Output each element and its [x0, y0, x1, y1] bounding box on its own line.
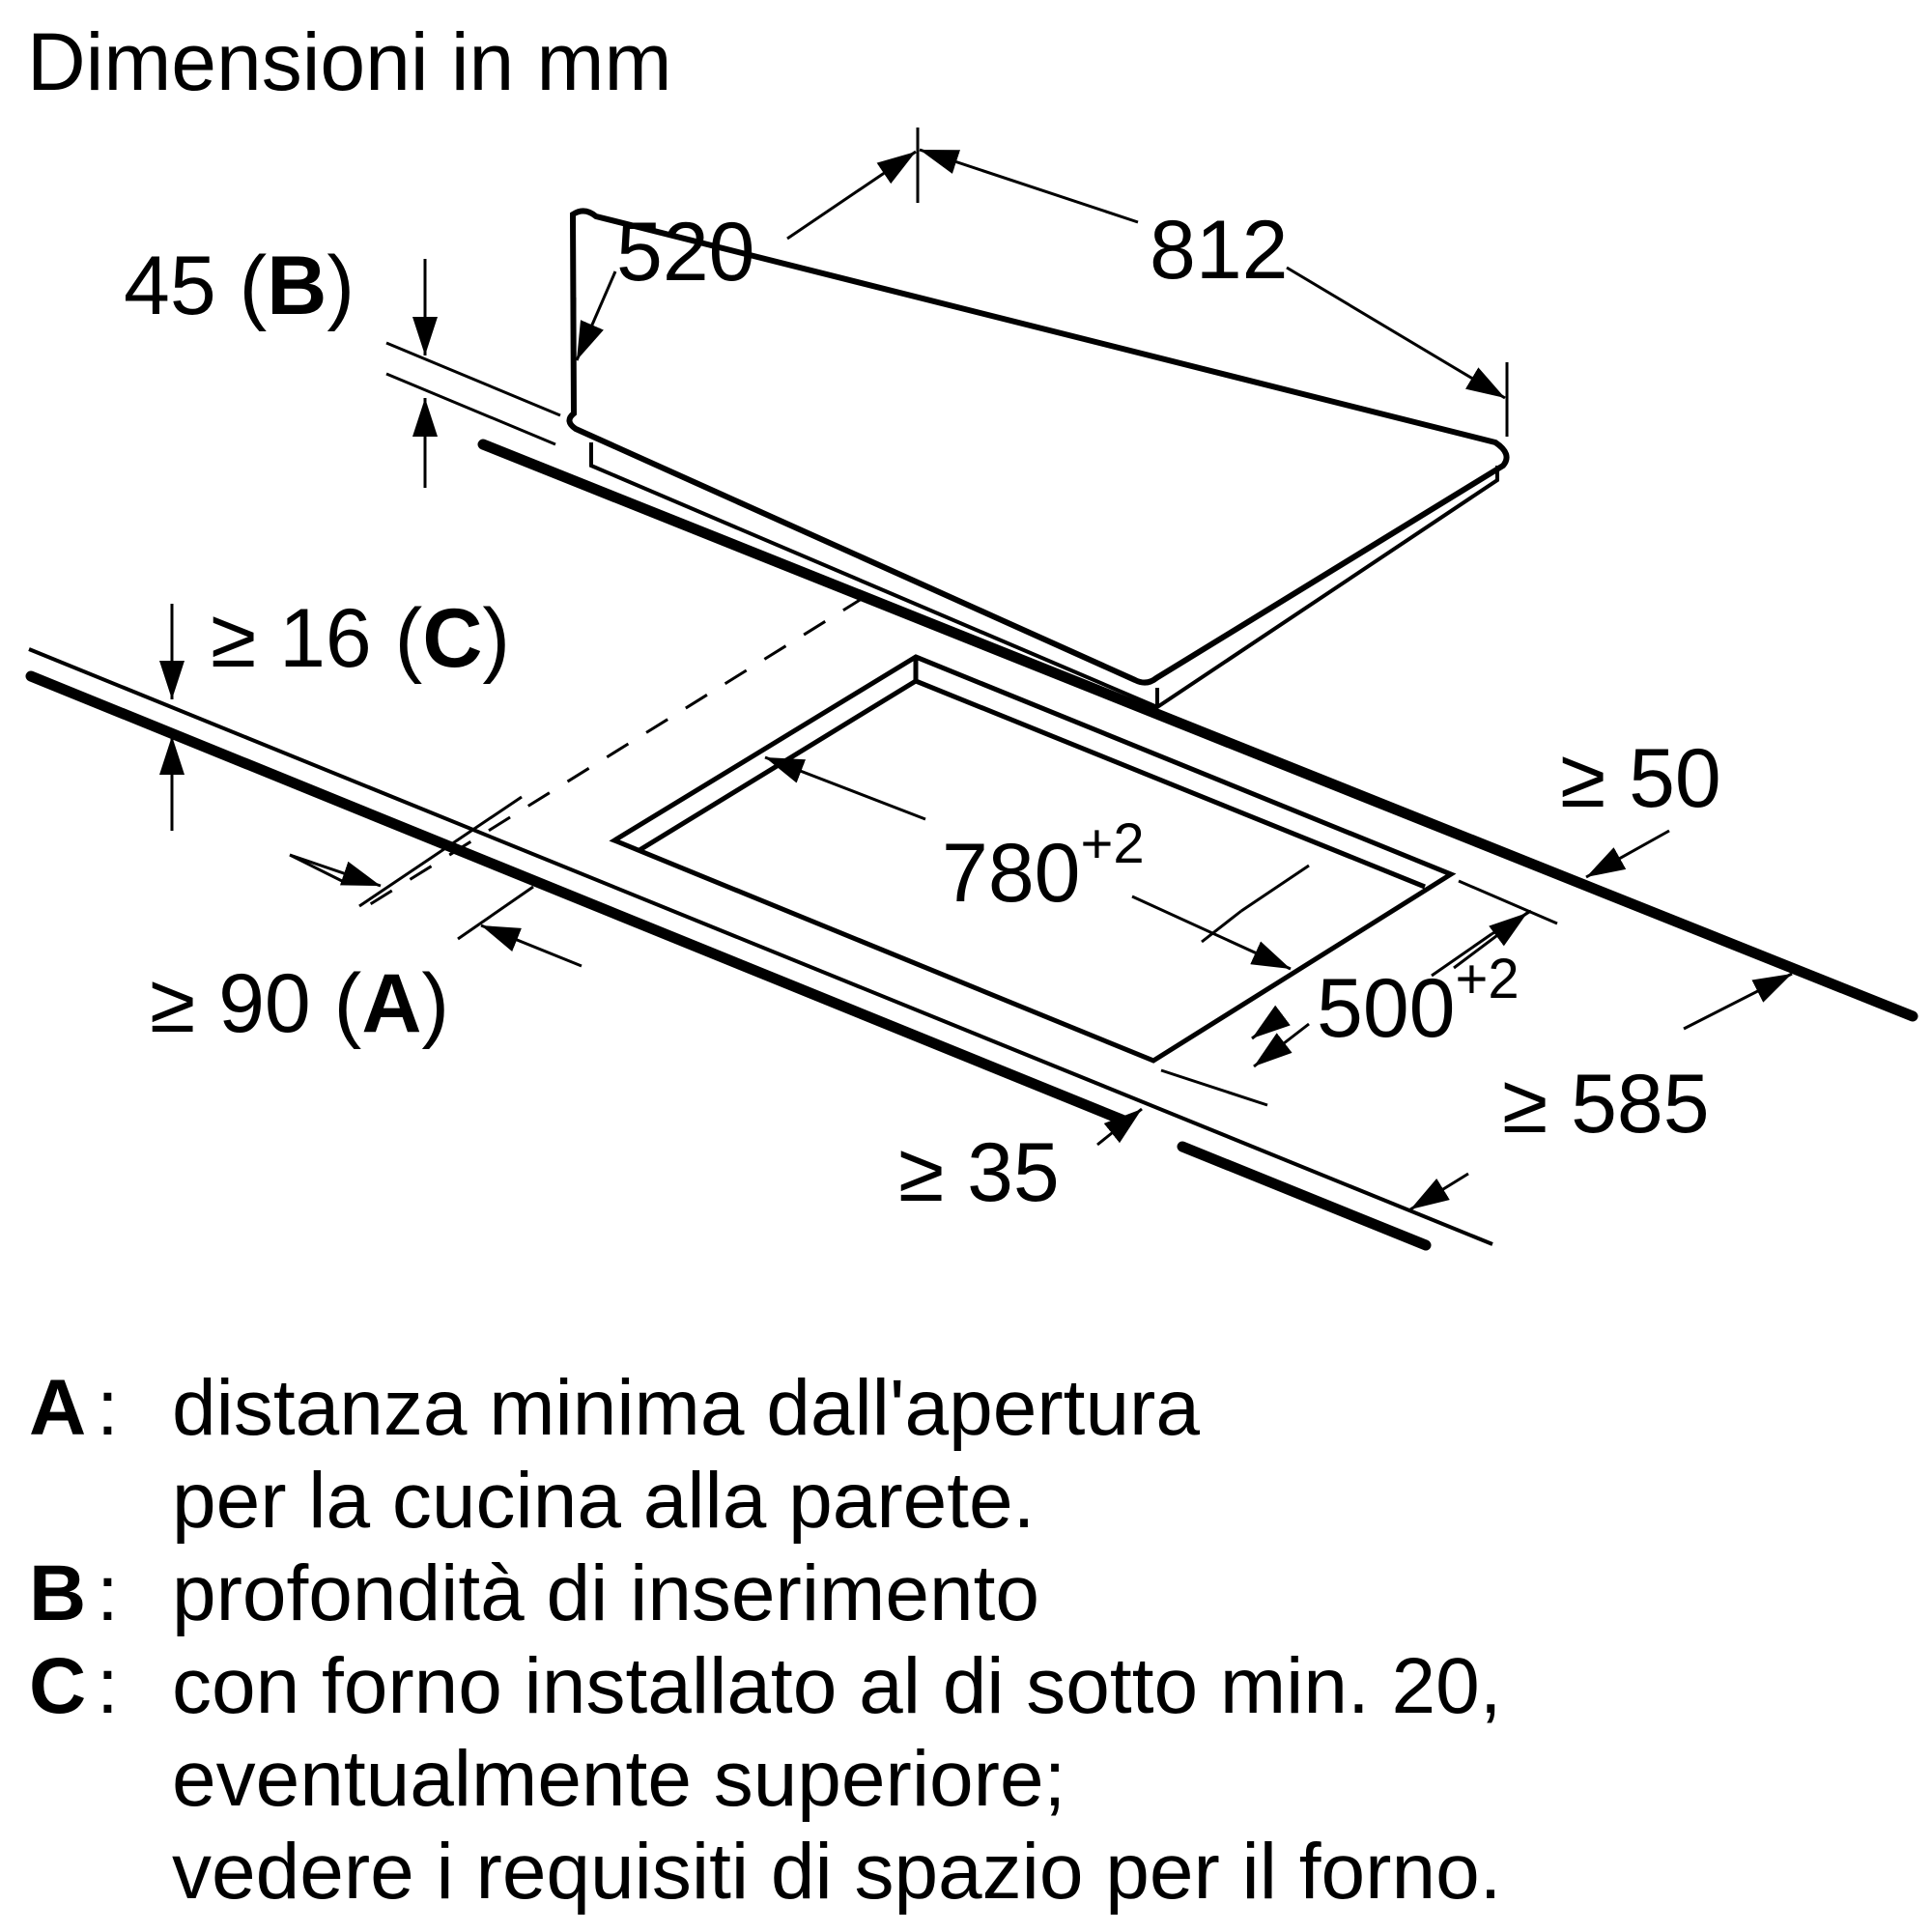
rear-clearance-arrow	[1585, 829, 1670, 879]
legend-key: B	[29, 1549, 87, 1637]
wall-distance-dimension	[289, 795, 582, 968]
hob-depth-label: 520	[616, 206, 755, 298]
legend-colon: :	[97, 1364, 119, 1452]
dashed-reference-line	[366, 595, 866, 908]
front-clearance-label: ≥ 35	[898, 1126, 1060, 1219]
legend-line: distanza minima dall'apertura	[172, 1364, 1200, 1452]
worktop-depth-dimension	[1409, 972, 1793, 1211]
legend-colon: :	[97, 1549, 119, 1637]
insertion-depth-dimension	[385, 259, 561, 488]
front-worktop-edges	[25, 647, 1493, 1251]
legend-line: per la cucina alla parete.	[172, 1457, 1036, 1545]
legend-line: profondità di inserimento	[172, 1549, 1039, 1637]
legend-line: eventualmente superiore;	[172, 1735, 1066, 1823]
wall-distance-label: ≥ 90 (A)	[150, 957, 449, 1050]
rear-worktop-edge	[477, 439, 1918, 1022]
legend-line: vedere i requisiti di spazio per il forn…	[172, 1828, 1502, 1916]
cutout-outline	[609, 654, 1457, 1064]
cutout-dimension-lines	[764, 755, 1558, 1107]
insertion-depth-label: 45 (B)	[124, 240, 355, 332]
cutout-depth-label: 500+2	[1317, 948, 1520, 1055]
worktop-depth-label: ≥ 585	[1502, 1058, 1710, 1151]
legend-line: con forno installato al di sotto min. 20…	[172, 1642, 1502, 1730]
legend: A : distanza minima dall'apertura per la…	[29, 1362, 1502, 1918]
hob-outline	[566, 208, 1510, 710]
worktop-thickness-label: ≥ 16 (C)	[211, 592, 510, 685]
legend-item-c: C : con forno installato al di sotto min…	[29, 1640, 1502, 1918]
legend-item-b: B : profondità di inserimento	[29, 1548, 1502, 1640]
hob-width-label: 812	[1150, 204, 1289, 297]
legend-key: A	[29, 1364, 87, 1452]
legend-colon: :	[97, 1642, 119, 1730]
legend-key: C	[29, 1642, 87, 1730]
page-title: Dimensioni in mm	[27, 16, 672, 107]
front-clearance-arrow	[1096, 1107, 1143, 1147]
rear-clearance-label: ≥ 50	[1560, 732, 1721, 825]
legend-item-a: A : distanza minima dall'apertura per la…	[29, 1362, 1502, 1548]
hob-dimension-lines	[573, 128, 1509, 437]
cutout-width-label: 780+2	[942, 812, 1145, 920]
cutout-depth-leaders-real	[1251, 909, 1532, 1068]
